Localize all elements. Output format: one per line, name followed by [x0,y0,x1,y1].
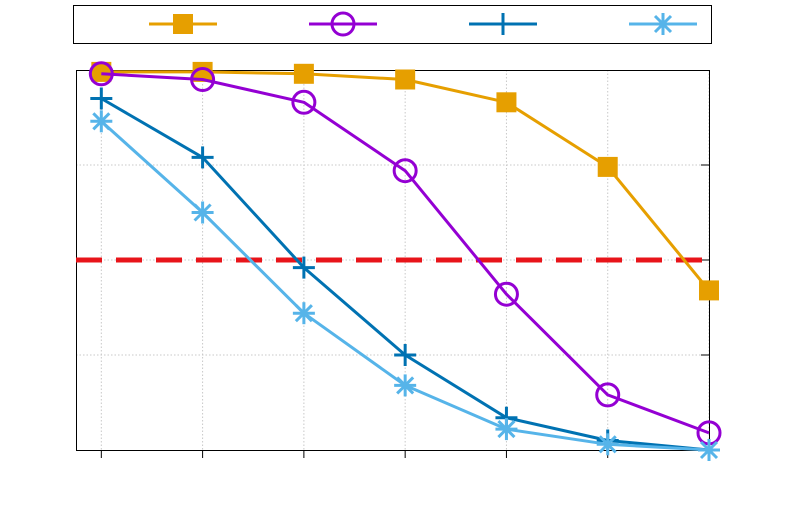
series-1-line [101,72,710,435]
series-0-point-4 [496,92,517,113]
series-0-point-1 [192,61,213,82]
series-3-point-3 [394,374,417,397]
series-0-point-0 [91,61,112,82]
legend [149,11,697,37]
series-3-point-0 [90,110,113,133]
legend-marker-2 [492,13,514,35]
series-1-point-2 [291,89,317,115]
series-1-point-4 [493,281,519,307]
series-1-point-3 [392,158,418,184]
series-2-point-3 [394,344,417,366]
legend-marker-0 [173,14,193,34]
series-1-point-5 [595,382,621,408]
series-2-point-0 [90,87,113,110]
series-0-point-6 [699,280,719,301]
series-3-point-6 [698,439,720,461]
series-2-point-2 [292,256,315,279]
series-1-point-0 [88,61,114,87]
series-0-point-2 [293,63,314,84]
series-2-point-1 [191,146,214,169]
series-1-point-1 [190,67,216,92]
series-0-point-3 [395,69,416,90]
series-group [88,61,722,461]
series-0-point-5 [597,156,618,177]
legend-marker-1 [330,11,356,37]
legend-marker-3 [652,13,674,35]
series-3-point-4 [495,418,518,441]
series-3-point-1 [191,201,214,224]
series-3-point-5 [596,433,619,456]
series-3-point-2 [292,302,315,325]
